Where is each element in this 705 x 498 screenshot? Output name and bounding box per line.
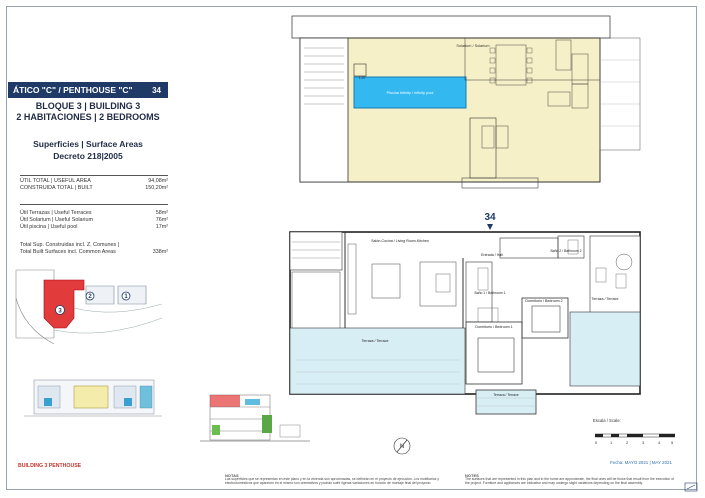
penthouse-highlight	[73, 385, 109, 409]
notes-spanish-text: Las superficies que se representan en es…	[225, 476, 439, 485]
surface-areas-title: Superficies | Surface Areas Decreto 218|…	[8, 138, 168, 162]
pool-room-label: Piscina Infinity / Infinity pool	[387, 91, 434, 95]
page-frame	[6, 6, 697, 490]
built-area-label: CONSTRUIDA TOTAL | BUILT	[20, 185, 93, 191]
marker-3-text: 3	[58, 309, 62, 315]
bed-1	[477, 337, 515, 373]
outdoor-areas: Útil Terrazas | Useful Terraces 58m² Útil…	[20, 210, 168, 231]
dining-table	[371, 263, 401, 299]
unit-number-marker: 34	[484, 212, 496, 223]
outdoor-dining-table	[495, 44, 527, 86]
penthouse-section-highlight	[210, 395, 240, 407]
solarium-value: 76m²	[155, 217, 168, 223]
total-built-label-en: Total Built Surfaces incl. Common Areas	[20, 249, 116, 255]
bathroom-1-label: Baño 1 / Bathroom 1	[474, 291, 505, 295]
solarium-label: Útil Solarium | Useful Solarium	[20, 217, 93, 223]
highlighted-building-3	[43, 279, 85, 329]
scale-label: Escala / Scale:	[593, 418, 621, 423]
bathroom-2-label: Baño 2 / Bathroom 2	[550, 249, 581, 253]
divider	[20, 204, 168, 205]
notes-spanish-title: NOTAS	[225, 474, 239, 478]
north-arrow-icon: N	[393, 437, 411, 455]
bed-2	[531, 305, 561, 333]
bedroom-1-label: Dormitorio / Bedroom 1	[475, 325, 512, 329]
bedrooms-line: 2 HABITACIONES | 2 BEDROOMS	[16, 112, 160, 122]
plan-date: Fecha: MAYO 2021 | MAY 2021	[610, 460, 672, 465]
marker-2-text: 2	[88, 294, 92, 300]
solarium-room-label: Solarium / Solarium	[456, 44, 489, 48]
notes-english: NOTES The surfaces that are represented …	[465, 474, 675, 488]
unit-header-number: 34	[152, 85, 161, 95]
notes-english-title: NOTES	[465, 474, 479, 478]
notes-english-text: The surfaces that are represented in thi…	[465, 476, 675, 485]
decree-heading: Decreto 218|2005	[53, 151, 123, 161]
marker-3	[55, 305, 65, 315]
building-section	[200, 394, 310, 442]
entrance-arrow-icon	[487, 224, 493, 230]
unit-title: ÁTICO "C" / PENTHOUSE "C"	[13, 85, 133, 95]
svg-text:N: N	[400, 444, 404, 450]
terraces-label: Útil Terrazas | Useful Terraces	[20, 210, 92, 216]
key-plan: 3 2 1	[15, 269, 163, 345]
built-area-value: 150,20m²	[145, 185, 168, 191]
useful-area-value: 94,08m²	[148, 178, 168, 184]
scale-tick-4: 4	[658, 440, 661, 445]
living-room-label: Salón-Cocina / Living Room-Kitchen	[371, 239, 429, 243]
pool-label: Útil piscina | Useful pool	[20, 224, 78, 230]
scale-tick-5: 5	[671, 440, 674, 445]
terrace-left	[289, 327, 466, 395]
divider	[20, 175, 168, 176]
infinity-pool	[353, 76, 467, 109]
terrace-bottom-label: Terraza / Terrace	[493, 393, 518, 397]
marker-1-text: 1	[124, 294, 128, 300]
total-built-value: 338m²	[152, 249, 168, 255]
marker-2	[85, 291, 95, 301]
main-floor	[289, 231, 641, 415]
building-info: BLOQUE 3 | BUILDING 3 2 HABITACIONES | 2…	[8, 101, 168, 123]
building-elevation	[24, 379, 162, 417]
entrance-label: Entrada / Hall	[481, 253, 503, 257]
penthouse-footer-label: BUILDING 3 PENTHOUSE	[18, 463, 82, 469]
terrace-bottom	[475, 389, 537, 415]
useful-area-label: ÚTIL TOTAL | USEFUL AREA	[20, 178, 91, 184]
building-2	[85, 285, 115, 305]
total-built-label-es: Total Sup. Construidas incl. Z. Comunes …	[20, 242, 120, 248]
scale-tick-0: 0	[595, 440, 598, 445]
total-areas: ÚTIL TOTAL | USEFUL AREA 94,08m² CONSTRUI…	[20, 178, 168, 192]
solarium-level: Solarium / Solarium Piscina Infinity / I…	[291, 15, 641, 189]
unit-header: ÁTICO "C" / PENTHOUSE "C" 34	[8, 82, 168, 98]
brand-logo-icon	[684, 482, 698, 492]
notes-spanish: NOTAS Las superficies que se representan…	[225, 474, 445, 488]
scale-tick-2: 2	[626, 440, 629, 445]
total-built-areas: Total Sup. Construidas incl. Z. Comunes …	[20, 242, 168, 256]
sofa	[419, 261, 457, 307]
scale-tick-1: 1	[610, 440, 613, 445]
scale-bar: 0 1 2 3 4 5	[595, 433, 675, 445]
marker-1	[121, 291, 131, 301]
pool-depth-label: 1.20	[359, 76, 366, 80]
terrace-right	[569, 311, 641, 387]
pool-value: 17m²	[155, 224, 168, 230]
terrace-left-label: Terraza / Terrace	[362, 339, 389, 343]
scale-tick-3: 3	[642, 440, 645, 445]
building-line: BLOQUE 3 | BUILDING 3	[35, 101, 141, 111]
surface-areas-heading: Superficies | Surface Areas	[33, 139, 143, 149]
terrace-right-label: Terraza / Terrace	[592, 297, 619, 301]
terraces-value: 58m²	[155, 210, 168, 216]
bedroom-2-label: Dormitorio / Bedroom 2	[525, 299, 562, 303]
